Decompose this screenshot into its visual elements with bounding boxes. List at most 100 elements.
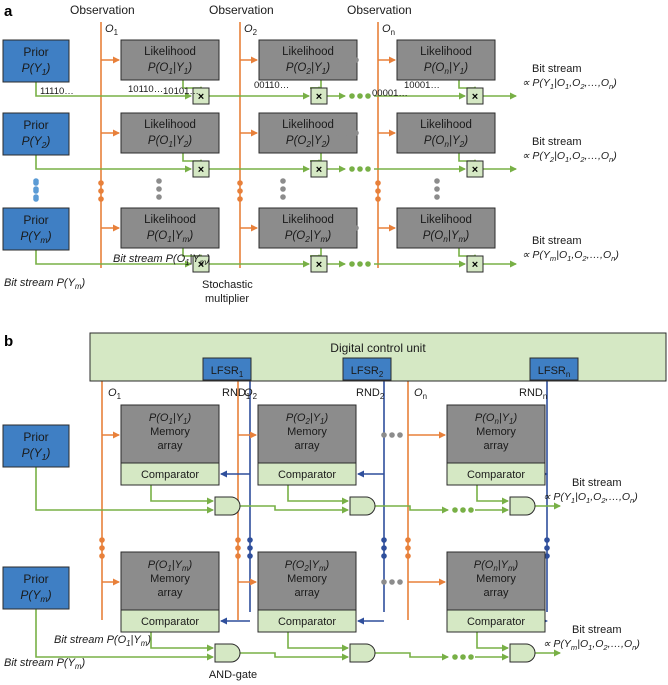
likelihood-prob: P(O2|Y1) (286, 62, 330, 76)
ellipsis-dot (349, 93, 355, 99)
memory-label: array (294, 587, 320, 599)
multiplier-symbol: × (472, 164, 478, 176)
likelihood-title: Likelihood (144, 119, 196, 131)
bitstream-sample: 11110… (40, 86, 74, 97)
memory-prob: P(O2|Ym) (285, 559, 330, 573)
likelihood-prob: P(O2|Y2) (286, 135, 330, 149)
memory-label: array (157, 440, 183, 452)
prior-stream (35, 467, 214, 514)
ellipsis-dot (397, 432, 403, 438)
lfsr-label: LFSR2 (351, 365, 384, 379)
memory-label: array (483, 587, 509, 599)
observation-label: O2 (244, 387, 257, 401)
observation-label: O1 (105, 23, 119, 37)
likelihood-title: Likelihood (420, 119, 472, 131)
ellipsis-dot (405, 537, 411, 543)
memory-label: Memory (476, 573, 516, 585)
rnd-label: RND1 (222, 387, 251, 401)
prior-fn: P(Ym) (20, 588, 51, 604)
multiplier-box (192, 160, 210, 178)
multiplier-symbol: × (316, 259, 322, 271)
ellipsis-dot (357, 166, 363, 172)
comparator-box (120, 609, 220, 633)
product-stream (240, 652, 349, 661)
comparator-box (446, 609, 546, 633)
comparator-label: Comparator (141, 469, 199, 481)
prior-box (2, 566, 70, 610)
ellipsis-dot (434, 186, 440, 192)
ellipsis-dot (247, 537, 253, 543)
observation-label: O1 (108, 387, 122, 401)
ellipsis-dot (349, 261, 355, 267)
lfsr-label: LFSRn (538, 365, 571, 379)
ellipsis-dot (33, 194, 39, 200)
output-label: Bit stream (572, 477, 622, 489)
memory-prob: P(O1|Ym) (148, 559, 193, 573)
observation-header: Observation (347, 3, 412, 17)
ellipsis-dot (468, 507, 474, 513)
ellipsis-dot (365, 93, 371, 99)
ellipsis-dot (345, 130, 351, 136)
output-posterior: ∝ P(Y1|O1,O2,…,On) (543, 491, 638, 505)
likelihood-box (396, 39, 496, 81)
observation-label: On (382, 23, 395, 37)
likelihood-title: Likelihood (282, 119, 334, 131)
memory-label: Memory (287, 573, 327, 585)
likelihood-box (120, 39, 220, 81)
ellipsis-dot (345, 57, 351, 63)
panel-a-label: a (4, 3, 13, 20)
ellipsis-dot (544, 545, 550, 551)
likelihood-prob: P(O2|Ym) (285, 230, 332, 244)
ellipsis-dot (460, 507, 466, 513)
memory-label: Memory (150, 426, 190, 438)
comparator-stream (476, 632, 509, 652)
ellipsis-dot (237, 196, 243, 202)
likelihood-stream (310, 153, 322, 162)
memory-prob: P(O2|Y1) (286, 412, 329, 426)
likelihood-prob: P(O1|Y2) (148, 135, 192, 149)
likelihood-title: Likelihood (282, 46, 334, 58)
output-label: Bit stream (572, 624, 622, 636)
rnd-label: RND2 (356, 387, 384, 401)
memory-array-box (257, 551, 357, 611)
lfsr-label: LFSR1 (211, 365, 244, 379)
prior-stream (35, 250, 192, 268)
lfsr-box (202, 357, 252, 381)
output-label: Bit stream (532, 63, 582, 75)
multiplier-box (310, 87, 328, 105)
likelihood-prob: P(O1|Y1) (148, 62, 192, 76)
ellipsis-dot (98, 196, 104, 202)
ellipsis-dot (237, 180, 243, 186)
panel-b-label: b (4, 333, 13, 350)
ellipsis-dot (98, 180, 104, 186)
multiplier-caption: multiplier (205, 293, 249, 305)
memory-array-box (446, 404, 546, 464)
ellipsis-dot (381, 537, 387, 543)
bitstream-sample: 00001… (372, 88, 408, 99)
likelihood-stream (458, 248, 466, 257)
comparator-stream (150, 485, 214, 505)
memory-label: array (294, 440, 320, 452)
output-posterior: ∝ P(Ym|O1,O2,…,On) (522, 249, 619, 263)
ellipsis-dot (235, 537, 241, 543)
prior-fn: P(Y1) (22, 446, 51, 462)
ellipsis-dot (337, 225, 343, 231)
ellipsis-dot (381, 545, 387, 551)
ellipsis-dot (544, 537, 550, 543)
lfsr-box (529, 357, 579, 381)
ellipsis-dot (389, 579, 395, 585)
likelihood-prob: P(On|Y1) (424, 62, 468, 76)
prior-stream (35, 82, 192, 100)
likelihood-box (396, 112, 496, 154)
observation-header: Observation (70, 3, 135, 17)
prior-fn: P(Y2) (22, 134, 51, 150)
likelihood-box (258, 112, 358, 154)
ellipsis-dot (337, 57, 343, 63)
likelihood-stream (182, 153, 192, 162)
ellipsis-dot (345, 225, 351, 231)
likelihood-stream (458, 153, 466, 162)
ellipsis-dot (349, 166, 355, 172)
ellipsis-dot (98, 188, 104, 194)
bitstream-likelihood-label: Bit stream P(O1|Ym) (54, 634, 151, 648)
